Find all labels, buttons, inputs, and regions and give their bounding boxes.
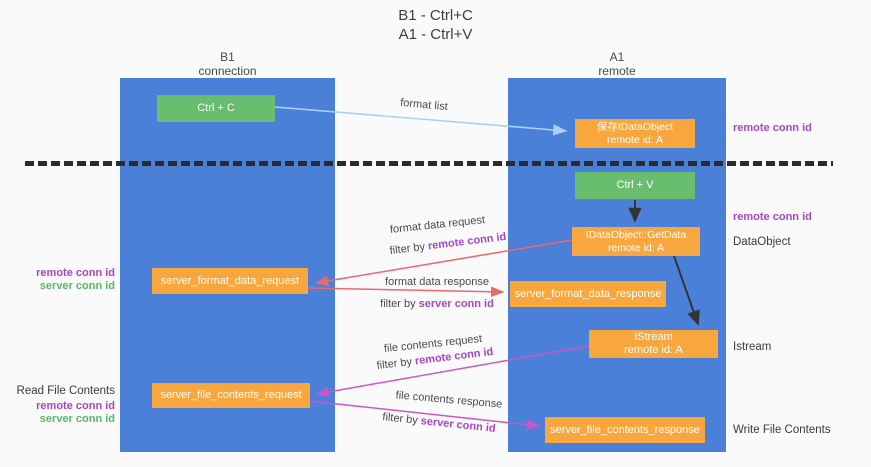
- istream-line2: remote id: A: [624, 344, 683, 356]
- format-data-response-arrow: [307, 286, 505, 298]
- right-column-name: A1: [609, 50, 625, 64]
- server-file-contents-response-box: server_file_contents_response: [545, 417, 705, 443]
- ctrl-c-box: Ctrl + C: [157, 95, 275, 122]
- server-file-contents-response-label: server_file_contents_response: [550, 423, 700, 436]
- title-line-1: B1 - Ctrl+C: [398, 7, 473, 24]
- filter-by-text: filter by: [381, 411, 419, 427]
- phase-separator-dashed-line: [25, 161, 833, 166]
- server-conn-id-highlight: server conn id: [420, 415, 497, 435]
- ctrl-c-label: Ctrl + C: [197, 102, 235, 114]
- istream-side-label: Istream: [733, 341, 772, 353]
- save-dataobject-line1: 保存IDataObject: [596, 120, 674, 133]
- remote-conn-id-label-mid-right: remote conn id: [733, 211, 812, 223]
- server-format-data-request-box: server_format_data_request: [152, 268, 308, 294]
- server-conn-id-label-left-1: server conn id: [39, 280, 115, 292]
- save-dataobject-box: 保存IDataObject remote id: A: [575, 119, 695, 148]
- server-file-contents-request-label: server_file_contents_request: [160, 389, 302, 401]
- left-column-header: B1 connection: [120, 50, 335, 78]
- right-column-header: A1 remote: [508, 50, 726, 78]
- ctrl-v-label: Ctrl + V: [616, 179, 654, 191]
- server-file-contents-request-box: server_file_contents_request: [152, 383, 310, 408]
- idataobject-getdata-box: IDataObject::GetData remote id: A: [572, 227, 700, 256]
- format-data-response-label: format data response: [385, 276, 489, 288]
- left-column-subtitle: connection: [198, 64, 257, 78]
- server-format-data-request-label: server_format_data_request: [160, 274, 300, 287]
- server-format-data-response-box: server_format_data_response: [510, 281, 666, 307]
- title-line-2: A1 - Ctrl+V: [398, 26, 473, 43]
- write-file-contents-label: Write File Contents: [733, 424, 831, 436]
- server-format-data-response-label: server_format_data_response: [514, 287, 662, 300]
- save-dataobject-line2: remote id: A: [606, 133, 664, 146]
- server-conn-id-highlight: server conn id: [418, 298, 494, 310]
- filter-by-text: filter by: [389, 240, 426, 258]
- remote-conn-id-label-top-right: remote conn id: [733, 122, 812, 134]
- getdata-line2: remote id: A: [607, 241, 665, 254]
- read-file-contents-label: Read File Contents: [16, 385, 115, 397]
- getdata-line1: IDataObject::GetData: [585, 228, 687, 241]
- istream-box: IStream remote id: A: [589, 330, 718, 358]
- left-column-name: B1: [220, 50, 235, 64]
- right-column-subtitle: remote: [598, 64, 636, 78]
- ctrl-v-box: Ctrl + V: [575, 172, 695, 199]
- remote-conn-id-label-left-1: remote conn id: [36, 267, 115, 279]
- istream-line1: IStream: [634, 331, 673, 343]
- remote-conn-id-label-left-2: remote conn id: [36, 400, 115, 412]
- file-contents-response-label: file contents response: [395, 389, 503, 411]
- dataobject-label: DataObject: [733, 236, 791, 248]
- format-list-label: format list: [399, 96, 449, 114]
- filter-by-text: filter by: [380, 298, 416, 310]
- diagram-title: B1 - Ctrl+C A1 - Ctrl+V: [0, 6, 871, 44]
- server-conn-id-label-left-2: server conn id: [39, 413, 115, 425]
- remote-conn-id-highlight: remote conn id: [427, 230, 507, 253]
- filter-by-text: filter by: [376, 355, 413, 373]
